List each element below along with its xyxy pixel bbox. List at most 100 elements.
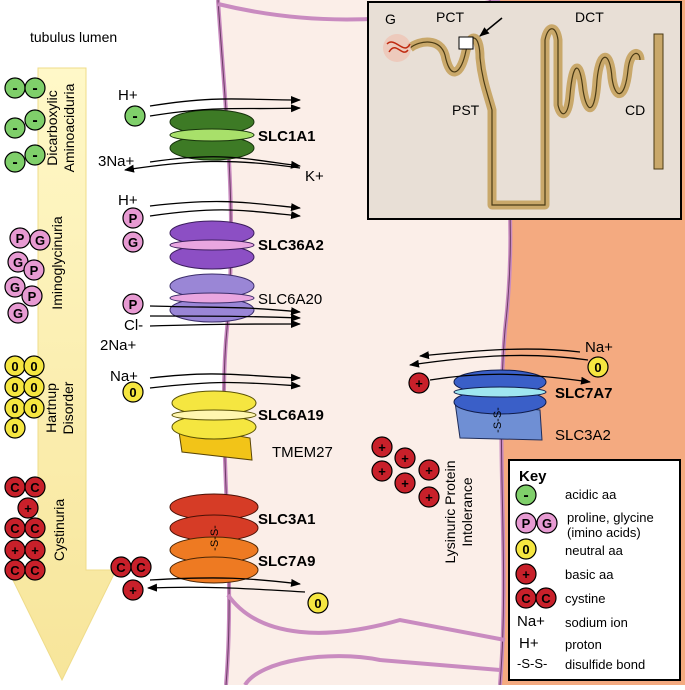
svg-text:C: C [136,560,146,575]
arrow-slc1a1-aa [149,104,301,117]
acidic-aa-icon: - [4,77,26,99]
svg-text:P: P [30,263,39,278]
disorder-iminoglycinuria: Iminoglycinuria [49,216,65,310]
key-sodium-label: sodium ion [565,615,628,630]
neutral-aa-icon: 0 [4,376,26,398]
svg-text:G: G [128,235,138,250]
arrow-slc6a20-na [149,320,301,329]
cystine-icon: C [24,517,46,539]
cystine-icon: C [130,556,152,578]
label-slc3a2: SLC3A2 [555,427,611,444]
svg-text:C: C [30,563,40,578]
glycine-icon: G [29,229,51,251]
disorder-hartnup-1: Hartnup [43,383,59,433]
basic-aa-icon: + [24,539,46,561]
cystine-icon: C [4,476,26,498]
neutral-aa-icon: 0 [122,381,144,403]
inset-dct: DCT [575,9,604,25]
label-slc3a1: SLC3A1 [258,511,316,528]
cystine-icon: C [535,587,557,609]
key-neutral-label: neutral aa [565,543,624,558]
cystine-icon: C [515,587,537,609]
svg-text:G: G [10,280,20,295]
svg-text:0: 0 [594,360,601,375]
arrow-slc1a1-na [149,156,301,169]
svg-text:0: 0 [11,401,18,416]
ion-2na: 2Na+ [100,337,137,354]
acidic-aa-icon: - [24,77,46,99]
label-slc6a20: SLC6A20 [258,291,322,308]
svg-text:-: - [12,80,17,97]
neutral-aa-icon: 0 [307,592,329,614]
transporter-slc36a2 [169,220,255,270]
label-slc36a2: SLC36A2 [258,237,324,254]
svg-text:-: - [32,147,37,164]
arrow-slc7a7-aa [409,354,589,368]
key-box [508,459,681,681]
inset-pst: PST [452,102,480,118]
ion-h-2: H+ [118,192,138,209]
neutral-aa-icon: 0 [23,355,45,377]
key-cystine-label: cystine [565,591,605,606]
ion-na-1: Na+ [110,368,138,385]
inset-pct: PCT [436,9,464,25]
nephron-tubule-line [409,28,641,206]
key-ss-symbol: -S-S- [517,656,547,671]
inset-g: G [385,11,396,27]
key-basic-label: basic aa [565,567,614,582]
svg-text:G: G [13,255,23,270]
proline-icon: P [9,227,31,249]
glomerulus-vessels [386,41,411,53]
acidic-aa-icon: - [24,144,46,166]
svg-text:P: P [28,289,37,304]
neutral-aa-icon: 0 [587,356,609,378]
svg-text:-: - [32,80,37,97]
basic-aa-icon: + [371,436,393,458]
nephron-inset: G PCT DCT PST CD [367,1,682,220]
key-imino-label-2: (imino acids) [567,525,641,540]
cystine-icon: C [110,556,132,578]
svg-text:+: + [401,451,409,466]
arrow-slc36a2-h [149,200,301,212]
ss-bond-slc7a7: -S-S- [492,407,504,433]
arrow-slc7a9-in [149,577,301,587]
key-acidic-label: acidic aa [565,487,617,502]
svg-text:0: 0 [11,380,18,395]
disorder-hartnup-2: Disorder [60,381,76,434]
neutral-aa-icon: 0 [23,397,45,419]
disorder-lysinuric-1: Lysinuric Protein [442,461,458,564]
neutral-aa-icon: 0 [515,538,537,560]
acidic-aa-icon: - [24,109,46,131]
key-title: Key [519,468,547,485]
inset-cd: CD [625,102,645,118]
basic-aa-icon: + [371,460,393,482]
neutral-aa-icon: 0 [23,376,45,398]
svg-text:C: C [30,480,40,495]
svg-text:+: + [31,543,39,558]
cystine-icon: C [4,559,26,581]
key-proton-symbol: H+ [519,635,539,652]
arrow-slc6a20-aa [149,305,301,316]
disorder-lysinuric-2: Intolerance [459,477,475,546]
svg-text:-: - [12,120,17,137]
label-slc7a7: SLC7A7 [555,385,613,402]
basic-aa-icon: + [418,486,440,508]
glycine-icon: G [536,512,558,534]
proline-icon: P [122,207,144,229]
svg-text:C: C [30,521,40,536]
acidic-aa-icon: - [515,484,537,506]
label-slc1a1: SLC1A1 [258,128,316,145]
svg-text:+: + [24,501,32,516]
svg-text:0: 0 [30,380,37,395]
acidic-aa-icon: - [4,117,26,139]
inset-highlight-box [458,36,474,50]
svg-text:-: - [12,154,17,171]
arrow-slc6a19-aa [149,381,301,390]
svg-text:0: 0 [11,421,18,436]
cystine-icon: C [24,476,46,498]
svg-text:0: 0 [129,385,136,400]
ion-na-2: Na+ [585,339,613,356]
key-ss-label: disulfide bond [565,657,645,672]
acidic-aa-icon: - [124,105,146,127]
